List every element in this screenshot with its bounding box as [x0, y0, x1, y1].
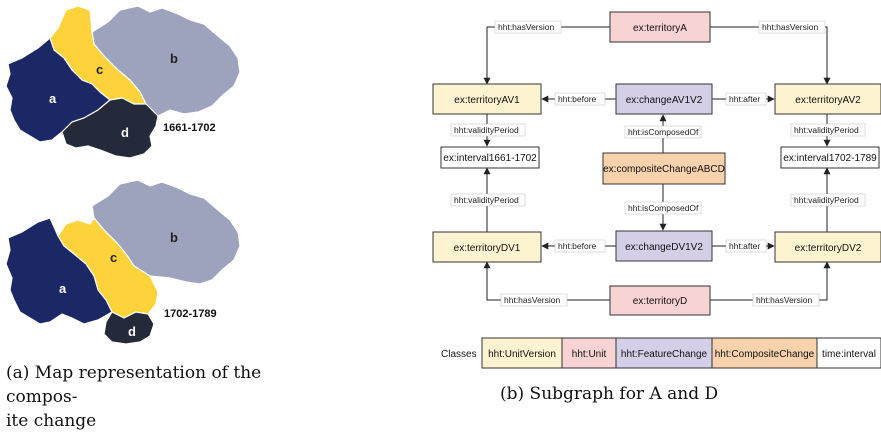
edge-labels: hht:hasVersion hht:hasVersion hht:before… — [450, 20, 866, 307]
label-c-top: c — [96, 62, 103, 77]
region-d-top — [61, 97, 159, 159]
region-a-bottom — [5, 217, 113, 325]
graph-nodes: ex:territoryA ex:territoryAV1 ex:changeA… — [432, 11, 881, 316]
label-validity-av2: hht:validityPeriod — [794, 125, 859, 135]
node-interval1702 — [780, 146, 880, 169]
legend-swatch-compositechange — [711, 337, 818, 369]
node-territoryD-label: ex:territoryD — [633, 296, 687, 307]
label-hasversion-a1: hht:hasVersion — [498, 22, 555, 32]
label-d-top: d — [121, 125, 129, 140]
node-territoryA — [609, 11, 711, 43]
node-territoryDV2 — [774, 231, 881, 263]
node-changeAV1V2 — [615, 83, 713, 115]
node-changeDV1V2 — [615, 230, 713, 262]
years-bottom: 1702-1789 — [164, 308, 217, 320]
legend-swatch-interval — [816, 337, 881, 369]
legend-item-unit: hht:Unit — [572, 349, 607, 360]
node-interval1702-label: ex:interval1702-1789 — [783, 153, 877, 164]
node-territoryAV2-label: ex:territoryAV2 — [795, 95, 861, 106]
edge-a-to-av1 — [483, 26, 610, 85]
edge-d-to-dv1 — [483, 261, 610, 301]
legend-item-interval: time:interval — [822, 349, 876, 360]
node-interval1661-label: ex:interval1661-1702 — [443, 153, 537, 164]
label-before-top: hht:before — [558, 94, 597, 104]
node-territoryAV2 — [774, 83, 881, 115]
caption-a: (a) Map representation of the compos- it… — [6, 361, 306, 433]
label-d-bottom: d — [128, 324, 136, 339]
node-compositeChange-label: ex:compositeChangeABCD — [603, 164, 725, 175]
node-territoryDV1-label: ex:territoryDV1 — [454, 243, 521, 254]
label-hasversion-d1: hht:hasVersion — [504, 295, 561, 305]
legend-item-compositechange: hht:CompositeChange — [715, 349, 815, 360]
node-territoryD — [609, 285, 711, 316]
legend-item-featurechange: hht:FeatureChange — [621, 349, 708, 360]
legend-swatch-unitversion — [481, 337, 563, 369]
region-d-bottom — [103, 311, 155, 345]
years-top: 1661-1702 — [163, 122, 216, 134]
node-interval1661 — [440, 146, 540, 169]
figure: b c a d 1661-1702 b c a d 1702-1789 — [5, 5, 881, 369]
label-after-bottom: hht:after — [729, 241, 760, 251]
label-validity-av1: hht:validityPeriod — [454, 125, 519, 135]
node-territoryA-label: ex:territoryA — [633, 23, 687, 34]
label-c-bottom: c — [110, 250, 117, 265]
label-before-bottom: hht:before — [558, 241, 597, 251]
label-b-top: b — [170, 51, 178, 66]
edge-a-to-av2 — [710, 26, 831, 85]
label-validity-dv1: hht:validityPeriod — [454, 195, 519, 205]
label-composed-down: hht:isComposedOf — [628, 203, 699, 213]
node-changeDV1V2-label: ex:changeDV1V2 — [625, 242, 703, 253]
edge-d-to-dv2 — [710, 261, 831, 301]
legend-item-unitversion: hht:UnitVersion — [488, 349, 556, 360]
legend-title: Classes — [441, 349, 477, 360]
legend-swatch-featurechange — [615, 337, 713, 369]
label-validity-dv2: hht:validityPeriod — [794, 195, 859, 205]
caption-b: (b) Subgraph for A and D — [500, 384, 719, 404]
label-a-top: a — [49, 91, 57, 106]
label-hasversion-a2: hht:hasVersion — [762, 22, 819, 32]
caption-a-line1: (a) Map representation of the compos- — [6, 363, 262, 407]
label-a-bottom: a — [59, 281, 67, 296]
label-hasversion-d2: hht:hasVersion — [756, 295, 813, 305]
node-changeAV1V2-label: ex:changeAV1V2 — [626, 95, 703, 106]
label-after-top: hht:after — [729, 94, 760, 104]
map-top: b c a d 1661-1702 — [5, 5, 241, 159]
legend: Classes hht:UnitVersion hht:Unit hht:Fea… — [441, 337, 881, 369]
node-territoryAV1 — [432, 83, 542, 115]
map-bottom: b c a d 1702-1789 — [5, 179, 241, 345]
node-territoryDV1 — [432, 231, 542, 263]
label-composed-up: hht:isComposedOf — [628, 127, 699, 137]
node-territoryAV1-label: ex:territoryAV1 — [454, 95, 520, 106]
node-compositeChange — [602, 152, 726, 185]
node-territoryDV2-label: ex:territoryDV2 — [795, 243, 862, 254]
label-b-bottom: b — [170, 230, 178, 245]
caption-a-line2: ite change — [6, 411, 97, 431]
